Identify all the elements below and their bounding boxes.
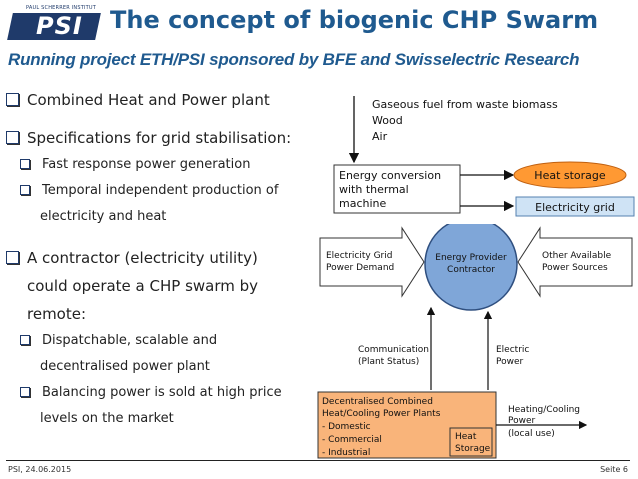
checkbox-bullet-icon [20, 185, 30, 195]
footer-divider [6, 460, 630, 461]
electricity-grid-label: Electricity grid [535, 201, 615, 214]
local-use-line-2: Power [508, 416, 536, 426]
communication-line-1: Communication [358, 345, 429, 355]
checkbox-bullet-icon [6, 251, 19, 264]
other-sources-line-1: Other Available [542, 251, 612, 261]
heat-storage-label: Heat storage [534, 169, 606, 182]
footer-date: PSI, 24.06.2015 [8, 465, 72, 474]
sub-bullet-item: Balancing power is sold at high price [6, 380, 306, 406]
plants-line-5: - Industrial [322, 448, 370, 458]
bullet-item: Specifications for grid stabilisation: [6, 128, 306, 148]
local-use-line-3: (local use) [508, 429, 555, 439]
contractor-line-1: Energy Provider [435, 253, 507, 263]
page-title: The concept of biogenic CHP Swarm [110, 6, 599, 34]
communication-line-2: (Plant Status) [358, 357, 419, 367]
sub-bullet-continuation: levels on the market [40, 411, 174, 426]
local-use-line-1: Heating/Cooling [508, 405, 580, 415]
sub-bullet-item: Dispatchable, scalable and [6, 328, 306, 354]
sub-bullet-continuation: electricity and heat [40, 209, 167, 224]
input-label-wood: Wood [372, 114, 403, 127]
psi-logo: PAUL SCHERRER INSTITUT PSI [7, 4, 101, 42]
logo-text: PSI [36, 12, 83, 40]
plant-heat-storage-box [449, 427, 493, 457]
checkbox-bullet-icon [6, 131, 19, 144]
converter-line-1: Energy conversion [339, 169, 441, 182]
footer-page: Seite 6 [600, 465, 628, 474]
bullet-list: Combined Heat and Power plant Specificat… [6, 90, 306, 432]
checkbox-bullet-icon [20, 335, 30, 345]
plants-line-3: - Domestic [322, 422, 371, 432]
checkbox-bullet-icon [20, 159, 30, 169]
swarm-diagram: Electricity Grid Power Demand Other Avai… [317, 224, 633, 459]
input-label-fuel: Gaseous fuel from waste biomass [372, 98, 558, 111]
electric-power-line-2: Power [496, 357, 524, 367]
contractor-circle [424, 224, 518, 311]
logo-small-text: PAUL SCHERRER INSTITUT [26, 5, 96, 11]
grid-demand-line-2: Power Demand [326, 263, 394, 273]
bullet-continuation: could operate a CHP swarm by [27, 277, 259, 295]
grid-demand-arrow [319, 226, 425, 298]
other-sources-line-2: Power Sources [542, 263, 608, 273]
sub-bullet-continuation: decentralised power plant [40, 359, 210, 374]
page-subtitle: Running project ETH/PSI sponsored by BFE… [8, 50, 580, 69]
bullet-item: A contractor (electricity utility) [6, 244, 306, 272]
plants-line-4: - Commercial [322, 435, 382, 445]
contractor-line-2: Contractor [447, 265, 495, 275]
chp-flow-diagram: Gaseous fuel from waste biomass Wood Air… [333, 96, 635, 217]
plants-line-1: Decentralised Combined [322, 397, 433, 407]
input-label-air: Air [372, 130, 388, 143]
plant-heat-storage-line-2: Storage [455, 444, 491, 454]
checkbox-bullet-icon [6, 93, 19, 106]
electricity-grid-box [515, 196, 635, 217]
other-sources-arrow [517, 226, 633, 298]
heat-storage-oval [513, 161, 627, 189]
grid-demand-line-1: Electricity Grid [326, 251, 392, 261]
sub-bullet-item: Fast response power generation [6, 152, 306, 178]
bullet-item: Combined Heat and Power plant [6, 90, 306, 110]
energy-conversion-box [333, 164, 461, 214]
converter-line-2: with thermal [339, 183, 409, 196]
converter-line-3: machine [339, 197, 387, 210]
plant-heat-storage-line-1: Heat [455, 432, 477, 442]
checkbox-bullet-icon [20, 387, 30, 397]
plants-line-2: Heat/Cooling Power Plants [322, 409, 441, 419]
bullet-continuation: remote: [27, 305, 87, 323]
electric-power-line-1: Electric [496, 345, 529, 355]
sub-bullet-item: Temporal independent production of [6, 178, 306, 204]
